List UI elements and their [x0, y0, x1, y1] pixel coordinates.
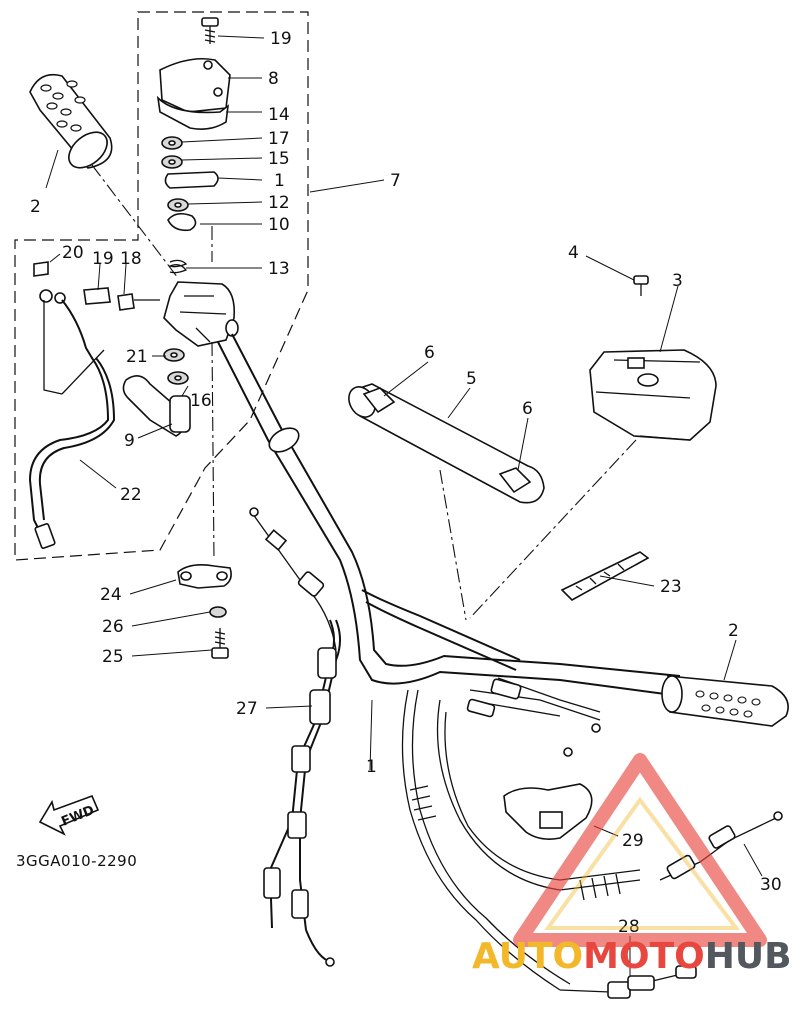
callout-1-bar: 1 — [366, 757, 377, 777]
callout-20: 20 — [62, 243, 84, 263]
throttle-group-outline — [14, 11, 309, 561]
switch-29 — [503, 783, 593, 840]
leader-lines — [45, 35, 763, 976]
callout-29: 29 — [622, 831, 644, 851]
callout-5: 5 — [466, 369, 477, 389]
screw-4 — [633, 275, 649, 296]
callout-15: 15 — [268, 149, 290, 169]
nut-20 — [39, 289, 53, 303]
screw-20 — [33, 261, 49, 277]
callout-13: 13 — [268, 259, 290, 279]
callout-26: 26 — [102, 617, 124, 637]
bolt-25 — [211, 628, 229, 659]
watermark-part-hub: HUB — [705, 936, 792, 977]
leader-pad-axis — [439, 469, 467, 621]
throttle-housing — [163, 281, 236, 347]
callout-10: 10 — [268, 215, 290, 235]
callout-18: 18 — [120, 249, 142, 269]
callout-8: 8 — [268, 69, 279, 89]
bolt-19-left — [83, 287, 111, 305]
gasket-14 — [156, 95, 230, 130]
callout-22: 22 — [120, 485, 142, 505]
callout-30: 30 — [760, 875, 782, 895]
cable-22 — [28, 299, 110, 541]
lever-1 — [164, 171, 219, 189]
cable-30 — [659, 811, 783, 881]
callout-9: 9 — [124, 431, 135, 451]
callout-14: 14 — [268, 105, 290, 125]
leader-grip-axis — [91, 164, 179, 279]
callout-3: 3 — [672, 271, 683, 291]
handlebar-pad-5 — [348, 383, 545, 504]
diagram-code: 3GGA010-2290 — [16, 852, 137, 870]
callout-21: 21 — [126, 347, 148, 367]
watermark-logo — [513, 753, 767, 947]
switch-28 — [559, 965, 697, 999]
callout-25: 25 — [102, 647, 124, 667]
callout-27: 27 — [236, 699, 258, 719]
callout-19: 19 — [270, 29, 292, 49]
callout-6-left: 6 — [424, 343, 435, 363]
switch-housing-3 — [589, 349, 717, 441]
callout-28: 28 — [618, 917, 640, 937]
callout-2-right: 2 — [728, 621, 739, 641]
callout-6-right: 6 — [522, 399, 533, 419]
callout-4: 4 — [568, 243, 579, 263]
screw-19 — [201, 17, 219, 44]
clamp-24 — [177, 564, 232, 589]
spring-13 — [168, 259, 188, 274]
link-10 — [167, 212, 197, 232]
callout-24: 24 — [100, 585, 122, 605]
callout-19-left: 19 — [92, 249, 114, 269]
watermark-text: AUTOMOTOHUB — [472, 936, 792, 977]
cable-bundle — [401, 677, 641, 991]
pin-18 — [117, 293, 135, 311]
fwd-arrow — [38, 794, 100, 836]
leader-switch-axis — [469, 439, 637, 619]
callout-16: 16 — [190, 391, 212, 411]
handlebar-1 — [217, 341, 681, 697]
callout-12: 12 — [268, 193, 290, 213]
watermark-part-auto: AUTO — [472, 936, 583, 977]
cable-band-23 — [560, 551, 650, 601]
callout-23: 23 — [660, 577, 682, 597]
leader-mount-axis — [211, 341, 215, 561]
callout-7: 7 — [390, 171, 401, 191]
callout-17: 17 — [268, 129, 290, 149]
washer-26 — [209, 606, 227, 618]
watermark-part-moto: MOTO — [583, 936, 705, 977]
right-grip — [661, 675, 789, 727]
throttle-cable-27 — [249, 507, 341, 967]
throttle-cover-8 — [159, 57, 231, 113]
left-grip — [29, 73, 113, 169]
callout-2-left: 2 — [30, 197, 41, 217]
callout-1: 1 — [274, 171, 285, 191]
